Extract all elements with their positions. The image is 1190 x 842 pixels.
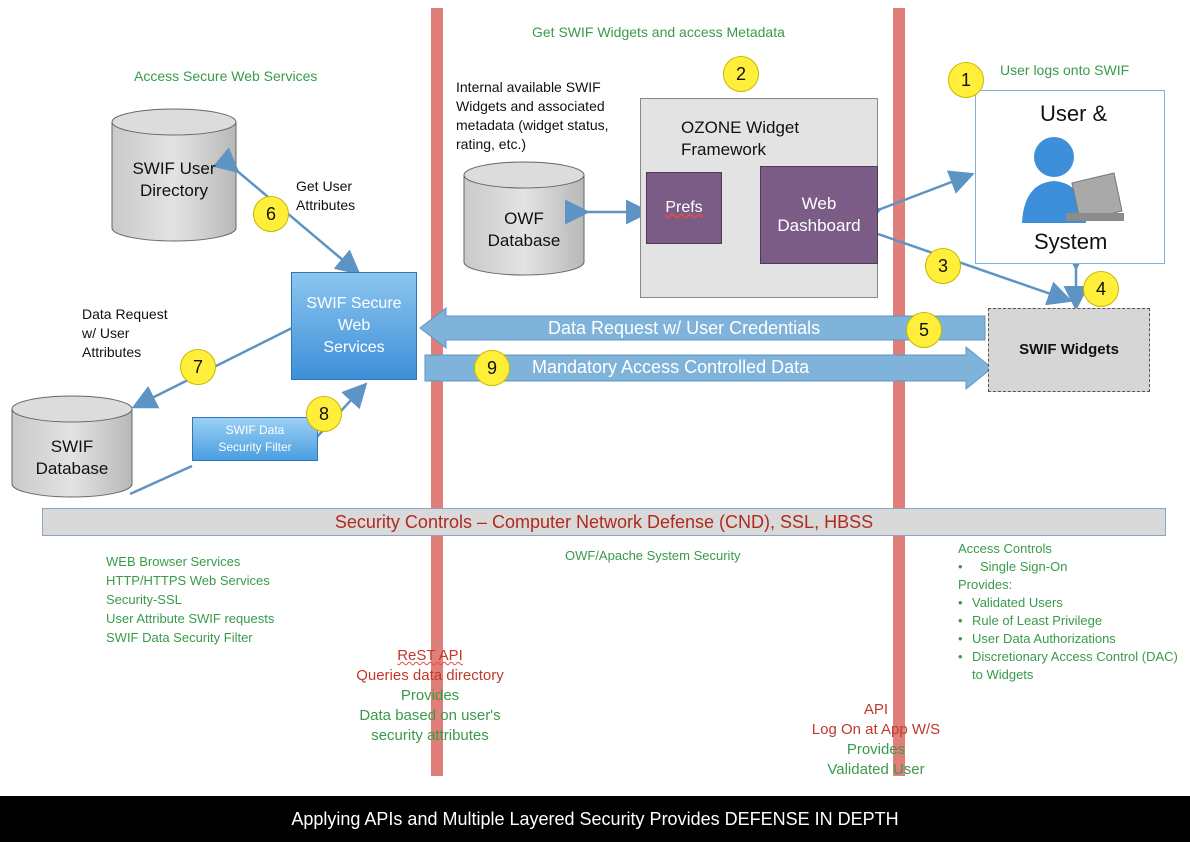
right-title: User logs onto SWIF bbox=[1000, 62, 1130, 78]
step-badge-8: 8 bbox=[306, 396, 342, 432]
connector-db-filter bbox=[129, 464, 193, 496]
list-item: HTTP/HTTPS Web Services bbox=[106, 573, 270, 588]
step-badge-5: 5 bbox=[906, 312, 942, 348]
data-request-note: Data Request w/ User Attributes bbox=[82, 306, 168, 360]
user-system-bottom-label: System bbox=[1034, 229, 1108, 254]
mac-data-arrow bbox=[424, 345, 993, 391]
swif-data-security-filter-label: SWIF Data Security Filter bbox=[218, 423, 292, 454]
web-dashboard-box: Web Dashboard bbox=[760, 166, 878, 264]
swif-data-security-filter-box: SWIF Data Security Filter bbox=[192, 417, 318, 461]
list-item: Security-SSL bbox=[106, 592, 182, 607]
rest-api-line2: Queries data directory bbox=[356, 667, 504, 684]
web-dashboard-label: Web Dashboard bbox=[777, 194, 861, 235]
step-badge-6: 6 bbox=[253, 196, 289, 232]
list-item: Rule of Least Privilege bbox=[958, 612, 1186, 630]
swif-widgets-label: SWIF Widgets bbox=[1019, 341, 1119, 358]
mac-data-arrow-label: Mandatory Access Controlled Data bbox=[532, 357, 810, 377]
swif-widgets-box: SWIF Widgets bbox=[988, 308, 1150, 392]
connector-dashboard-user bbox=[854, 170, 975, 229]
list-item: Validated Users bbox=[958, 594, 1186, 612]
footer-label: Applying APIs and Multiple Layered Secur… bbox=[291, 809, 899, 829]
footer-banner: Applying APIs and Multiple Layered Secur… bbox=[0, 796, 1190, 842]
list-item: User Data Authorizations bbox=[958, 630, 1186, 648]
connector-6 bbox=[212, 147, 361, 276]
rest-api-line1: ReST API bbox=[397, 647, 463, 664]
prefs-label: Prefs bbox=[665, 199, 703, 216]
connector-3 bbox=[877, 232, 1073, 306]
data-request-arrow bbox=[419, 306, 986, 350]
api-line1: API bbox=[863, 701, 889, 718]
list-item: Discretionary Access Control (DAC) to Wi… bbox=[958, 648, 1186, 684]
access-controls-block: Access Controls Single Sign-On Provides:… bbox=[958, 540, 1186, 684]
list-item: Single Sign-On bbox=[958, 558, 1186, 576]
bottom-left-list: WEB Browser Services HTTP/HTTPS Web Serv… bbox=[106, 552, 274, 647]
user-system-top-label: User & bbox=[1040, 101, 1108, 126]
provides-label: Provides: bbox=[958, 577, 1013, 592]
api-line3: Provides bbox=[846, 741, 906, 758]
api-line4: Validated User bbox=[827, 761, 925, 778]
swif-database-cylinder bbox=[11, 395, 133, 498]
internal-widgets-note: Internal available SWIF Widgets and asso… bbox=[456, 79, 609, 152]
get-user-attributes-note: Get User Attributes bbox=[296, 178, 356, 213]
list-item: WEB Browser Services bbox=[106, 554, 241, 569]
ozone-framework-label: OZONE Widget Framework bbox=[681, 118, 800, 159]
rest-api-line4: Data based on user's security attributes bbox=[359, 707, 501, 744]
firewall-left bbox=[431, 8, 443, 776]
owf-apache-security-label: OWF/Apache System Security bbox=[565, 548, 741, 563]
swif-database-label: SWIF Database bbox=[35, 437, 109, 478]
swif-secure-web-services-box: SWIF Secure Web Services bbox=[291, 272, 417, 380]
step-badge-2: 2 bbox=[723, 56, 759, 92]
api-block: API Log On at App W/S Provides Validated… bbox=[756, 700, 996, 780]
prefs-box: Prefs bbox=[646, 172, 722, 244]
step-badge-9: 9 bbox=[474, 350, 510, 386]
center-title: Get SWIF Widgets and access Metadata bbox=[532, 24, 785, 40]
step-badge-3: 3 bbox=[925, 248, 961, 284]
list-item: SWIF Data Security Filter bbox=[106, 630, 253, 645]
rest-api-block: ReST API Queries data directory Provides… bbox=[300, 646, 560, 746]
user-laptop-icon bbox=[1022, 137, 1124, 223]
rest-api-line3: Provides bbox=[400, 687, 460, 704]
step-badge-1: 1 bbox=[948, 62, 984, 98]
swif-secure-web-services-label: SWIF Secure Web Services bbox=[306, 295, 402, 356]
security-controls-label: Security Controls – Computer Network Def… bbox=[334, 512, 874, 532]
user-system-box: User & System bbox=[975, 90, 1165, 264]
api-line2: Log On at App W/S bbox=[811, 721, 941, 738]
swif-user-directory-label: SWIF User Directory bbox=[132, 159, 216, 200]
owf-database-cylinder bbox=[463, 161, 585, 276]
list-item: User Attribute SWIF requests bbox=[106, 611, 275, 626]
security-controls-bar: Security Controls – Computer Network Def… bbox=[42, 508, 1166, 536]
step-badge-7: 7 bbox=[180, 349, 216, 385]
swif-user-directory-cylinder bbox=[111, 108, 237, 242]
left-title: Access Secure Web Services bbox=[134, 68, 318, 84]
access-controls-title: Access Controls bbox=[958, 541, 1052, 556]
step-badge-4: 4 bbox=[1083, 271, 1119, 307]
owf-database-label: OWF Database bbox=[487, 209, 561, 250]
data-request-arrow-label: Data Request w/ User Credentials bbox=[548, 318, 821, 338]
